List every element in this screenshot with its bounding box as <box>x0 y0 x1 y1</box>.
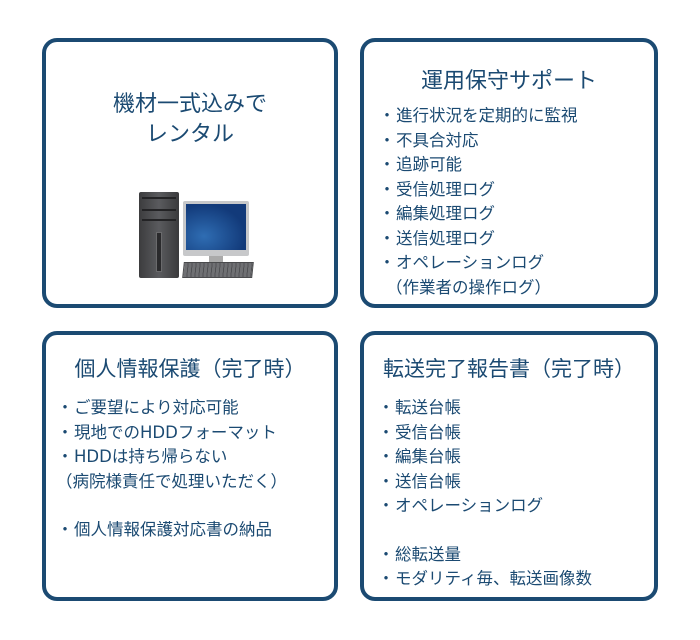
list-item: ・ご要望により対応可能 <box>56 398 239 417</box>
keyboard <box>182 262 254 278</box>
list-item: ・個人情報保護対応書の納品 <box>56 520 272 539</box>
list-item: ・オペレーションログ <box>377 496 544 515</box>
list-item: ・送信処理ログ <box>378 228 495 248</box>
rental-box: 機材一式込みで レンタル <box>42 38 338 308</box>
list-item: ・編集台帳 <box>377 447 461 466</box>
support-title: 運用保守サポート <box>420 69 597 94</box>
privacy-list: ・ご要望により対応可能 ・現地でのHDDフォーマット ・HDDは持ち帰らない （… <box>56 396 287 543</box>
list-item: ・HDDは持ち帰らない <box>56 447 228 466</box>
list-item: ・オペレーションログ <box>378 253 545 272</box>
rental-title: 機材一式込みで レンタル <box>46 90 334 150</box>
list-item: ・編集処理ログ <box>378 204 495 223</box>
list-item: ・不具合対応 <box>378 130 479 150</box>
list-item: ・受信処理ログ <box>378 179 495 199</box>
list-item: ・現地でのHDDフォーマット <box>56 422 277 442</box>
list-item: ・転送台帳 <box>377 398 461 417</box>
report-title: 転送完了報告書（完了時） <box>383 357 635 381</box>
list-item: ・進行状況を定期的に監視 <box>378 106 578 125</box>
rental-title-line2: レンタル <box>145 122 234 147</box>
desktop-computer-icon <box>139 192 254 278</box>
list-item: ・モダリティ毎、転送画像数 <box>377 569 593 588</box>
rental-title-line1: 機材一式込みで <box>112 92 267 117</box>
list-note: （病院様責任で処理いただく） <box>56 471 287 491</box>
monitor <box>183 201 249 256</box>
privacy-box: 個人情報保護（完了時） ・ご要望により対応可能 ・現地でのHDDフォーマット ・… <box>42 331 338 601</box>
support-box: 運用保守サポート ・進行状況を定期的に監視 ・不具合対応 ・追跡可能 ・受信処理… <box>360 38 658 308</box>
list-item: ・受信台帳 <box>377 422 461 442</box>
list-item: ・総転送量 <box>377 544 461 564</box>
pc-tower <box>139 192 179 278</box>
privacy-title: 個人情報保護（完了時） <box>74 357 306 381</box>
list-note: （作業者の操作ログ） <box>386 277 551 297</box>
support-list: ・進行状況を定期的に監視 ・不具合対応 ・追跡可能 ・受信処理ログ ・編集処理ロ… <box>378 104 578 300</box>
report-box: 転送完了報告書（完了時） ・転送台帳 ・受信台帳 ・編集台帳 ・送信台帳 ・オペ… <box>360 331 658 601</box>
list-item: ・送信台帳 <box>377 471 461 491</box>
list-item: ・追跡可能 <box>378 155 462 174</box>
report-list: ・転送台帳 ・受信台帳 ・編集台帳 ・送信台帳 ・オペレーションログ ・総転送量… <box>377 396 592 592</box>
